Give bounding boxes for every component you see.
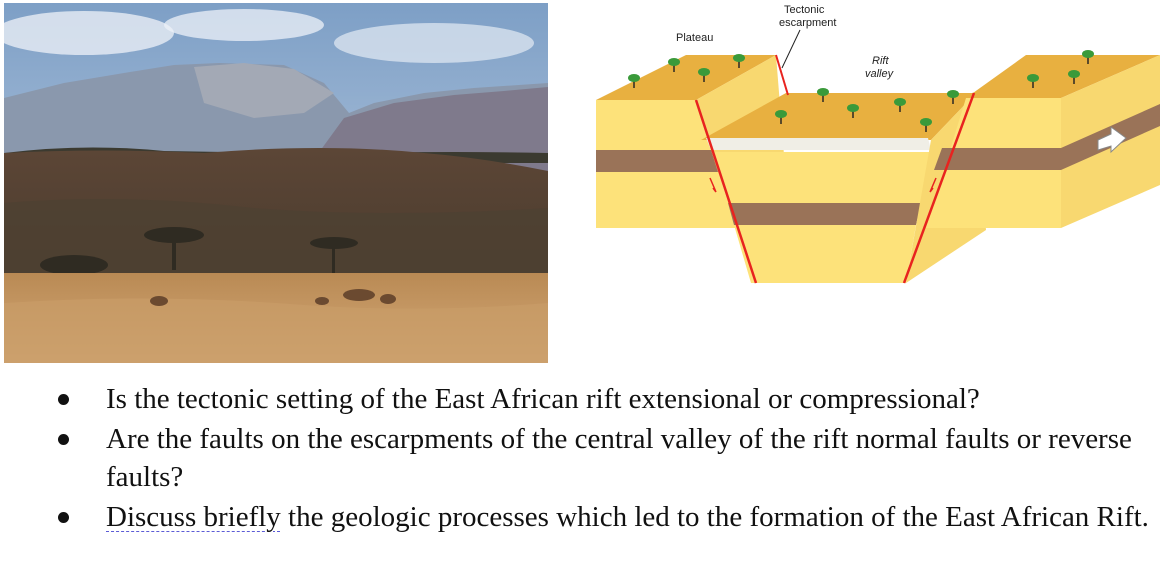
left-block-top [596,55,776,100]
left-fault-line [694,99,758,284]
right-fault-arrow-icon [929,177,937,193]
question-list: Is the tectonic setting of the East Afri… [58,380,1158,538]
label-rift-line2: valley [865,68,895,80]
question-text: the geologic processes which led to the … [280,501,1149,533]
tree-icon [668,58,680,72]
left-block-brown-layer [596,150,718,172]
escarpment-fault-top [775,54,789,96]
tree-icon [847,104,859,118]
question-item: Are the faults on the escarpments of the… [58,420,1158,496]
tree-icon [775,110,787,124]
extension-arrow-icon [1097,126,1127,154]
bullet-dot-icon [58,394,69,405]
question-item: Discuss briefly the geologic processes w… [58,498,1158,536]
label-rift-line1: Rift [872,55,889,67]
escarpment-leader-line [781,29,801,69]
label-escarpment-line1: Tectonic [784,4,825,16]
left-fault-arrow-icon [709,177,717,193]
rift-block-front-lower [734,225,916,283]
tree-icon [894,98,906,112]
rift-block-front-upper [714,152,931,203]
rift-block-top [701,93,976,140]
tree-icon [1068,70,1080,84]
right-block-brown-layer [934,148,1061,170]
rift-valley-block-diagram: Plateau Tectonic escarpment Rift valley [596,4,1160,284]
tree-icon [947,90,959,104]
tree-icon [698,68,710,82]
bullet-dot-icon [58,434,69,445]
question-text: Are the faults on the escarpments of the… [106,423,1132,493]
right-plateau-block [926,55,1160,228]
rift-block-brown-layer [728,203,921,225]
tree-icon [920,118,932,132]
right-block-top [966,55,1160,98]
rift-sediment-layer [706,138,931,150]
trees [628,50,1094,132]
question-item: Is the tectonic setting of the East Afri… [58,380,1158,418]
right-fault-line [902,92,976,284]
question-text: Is the tectonic setting of the East Afri… [106,383,980,415]
label-escarpment-line2: escarpment [779,17,836,29]
bullet-dot-icon [58,512,69,523]
label-plateau: Plateau [676,32,713,44]
tree-icon [1082,50,1094,64]
tree-icon [628,74,640,88]
grammar-flagged-text[interactable]: Discuss briefly [106,501,281,533]
tree-icon [733,54,745,68]
tree-icon [1027,74,1039,88]
savanna-rift-landscape-photo [4,3,548,363]
tree-icon [817,88,829,102]
